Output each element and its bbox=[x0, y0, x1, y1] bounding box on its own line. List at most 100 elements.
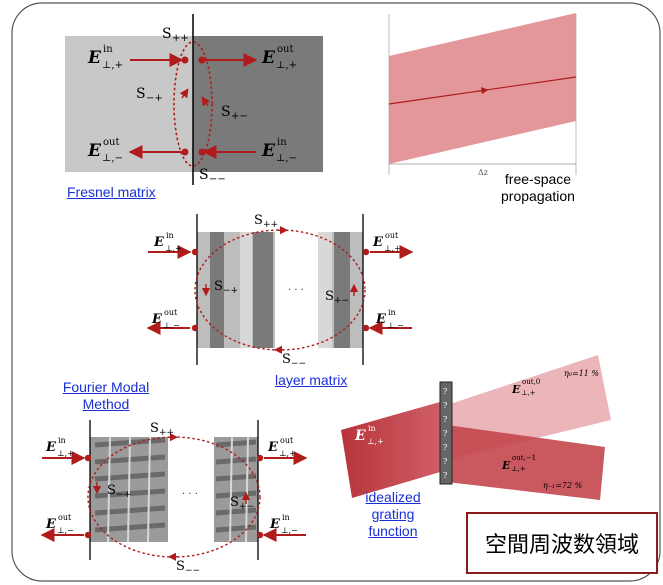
svg-text:E: E bbox=[269, 517, 281, 532]
free-space-panel: Δz bbox=[388, 13, 577, 177]
svg-text:in: in bbox=[103, 44, 113, 55]
transmitted-order-minus1-beam bbox=[447, 425, 605, 500]
svg-text:+−: +− bbox=[334, 296, 349, 306]
layer-scattering-loop bbox=[194, 229, 366, 351]
fresnel-s-mm: S bbox=[199, 167, 209, 183]
svg-text:+−: +− bbox=[239, 502, 254, 512]
svg-text:E: E bbox=[354, 428, 366, 444]
svg-text:−−: −− bbox=[185, 566, 200, 576]
svg-text:S: S bbox=[176, 559, 185, 574]
svg-text:η₀=11 %: η₀=11 % bbox=[564, 369, 599, 378]
fmm-panel: · · · E in ⊥,+ E out ⊥,+ E out ⊥,− E in … bbox=[40, 420, 308, 576]
svg-text:?: ? bbox=[443, 429, 447, 438]
svg-text:E: E bbox=[372, 235, 384, 250]
svg-text:S: S bbox=[282, 352, 291, 367]
svg-text:?: ? bbox=[443, 443, 447, 452]
svg-text:· · ·: · · · bbox=[182, 489, 198, 500]
svg-text:⊥,−: ⊥,− bbox=[57, 526, 74, 535]
free-space-caption: free-space propagation bbox=[501, 171, 575, 204]
svg-text:S: S bbox=[254, 213, 263, 228]
svg-text:in: in bbox=[388, 308, 396, 317]
svg-text:⊥,+: ⊥,+ bbox=[102, 60, 123, 71]
svg-text:S: S bbox=[214, 279, 223, 294]
svg-text:out: out bbox=[164, 308, 178, 317]
svg-text:−−: −− bbox=[209, 174, 226, 185]
svg-text:E: E bbox=[501, 459, 511, 472]
svg-text:out: out bbox=[277, 44, 293, 55]
svg-text:E: E bbox=[375, 312, 387, 327]
svg-text:+−: +− bbox=[231, 111, 248, 122]
svg-text:out: out bbox=[385, 231, 399, 240]
svg-text:· · ·: · · · bbox=[288, 285, 304, 296]
fresnel-s-mp: S bbox=[136, 86, 146, 102]
svg-text:⊥,+: ⊥,+ bbox=[384, 244, 401, 253]
fresnel-panel: E in ⊥,+ E out ⊥,+ E out ⊥,− E in ⊥,− S … bbox=[65, 14, 323, 185]
svg-text:⊥,−: ⊥,− bbox=[281, 526, 298, 535]
idealized-grating-function-link[interactable]: idealized grating function bbox=[365, 489, 421, 539]
svg-text:out: out bbox=[58, 513, 72, 522]
svg-text:E: E bbox=[45, 440, 57, 455]
svg-text:E: E bbox=[151, 312, 163, 327]
grating-element bbox=[439, 381, 453, 485]
svg-text:⊥,−: ⊥,− bbox=[276, 153, 297, 164]
dz-label: Δz bbox=[478, 168, 488, 177]
free-space-beam bbox=[389, 13, 576, 164]
svg-text:E: E bbox=[45, 517, 57, 532]
fresnel-e-in-minus: E bbox=[261, 141, 276, 161]
fresnel-scattering-loop bbox=[173, 41, 213, 167]
incident-beam bbox=[341, 400, 447, 498]
svg-text:⊥,+: ⊥,+ bbox=[279, 449, 296, 458]
svg-text:−+: −+ bbox=[146, 93, 163, 104]
fresnel-matrix-link[interactable]: Fresnel matrix bbox=[67, 184, 156, 200]
svg-text:−−: −− bbox=[291, 359, 306, 369]
svg-text:in: in bbox=[166, 231, 174, 240]
svg-text:E: E bbox=[267, 440, 279, 455]
svg-text:⊥,−: ⊥,− bbox=[102, 153, 123, 164]
svg-text:++: ++ bbox=[159, 428, 174, 438]
fresnel-e-in-plus: E bbox=[87, 48, 102, 68]
svg-text:?: ? bbox=[443, 457, 447, 466]
svg-text:?: ? bbox=[443, 387, 447, 396]
svg-text:out,0: out,0 bbox=[522, 378, 540, 386]
svg-text:in: in bbox=[277, 137, 287, 148]
svg-text:S: S bbox=[325, 289, 334, 304]
svg-text:E: E bbox=[511, 383, 521, 396]
svg-text:in: in bbox=[282, 513, 290, 522]
svg-text:?: ? bbox=[443, 471, 447, 480]
svg-text:out: out bbox=[280, 436, 294, 445]
svg-text:out: out bbox=[103, 137, 119, 148]
svg-text:in: in bbox=[368, 424, 376, 433]
svg-text:S: S bbox=[107, 483, 116, 498]
fresnel-s-pm: S bbox=[221, 104, 231, 120]
svg-text:η₋₁=72 %: η₋₁=72 % bbox=[543, 481, 583, 490]
svg-text:−+: −+ bbox=[223, 286, 238, 296]
layer-panel: · · · E in ⊥,+ E out ⊥,+ E out ⊥,− E in … bbox=[146, 213, 414, 369]
svg-text:⊥,+: ⊥,+ bbox=[165, 244, 182, 253]
fresnel-e-out-minus: E bbox=[87, 141, 102, 161]
svg-text:S: S bbox=[230, 495, 239, 510]
grating-panel: ? ? ? ? ? ? ? E in ⊥,+ E out,0 ⊥,+ η₀=11… bbox=[341, 355, 611, 500]
svg-text:⊥,−: ⊥,− bbox=[387, 321, 404, 330]
svg-text:⊥,+: ⊥,+ bbox=[367, 437, 384, 446]
svg-text:⊥,−: ⊥,− bbox=[163, 321, 180, 330]
svg-text:out,−1: out,−1 bbox=[512, 454, 536, 462]
svg-text:++: ++ bbox=[263, 220, 278, 230]
layer-matrix-link[interactable]: layer matrix bbox=[275, 372, 348, 388]
fourier-modal-method-link[interactable]: Fourier Modal Method bbox=[62, 379, 150, 412]
spatial-frequency-domain-badge: 空間周波数領域 bbox=[466, 512, 658, 574]
fresnel-s-pp: S bbox=[162, 26, 172, 42]
svg-text:in: in bbox=[58, 436, 66, 445]
svg-text:?: ? bbox=[443, 415, 447, 424]
svg-text:++: ++ bbox=[172, 33, 189, 44]
svg-text:−+: −+ bbox=[116, 490, 131, 500]
svg-text:⊥,+: ⊥,+ bbox=[521, 389, 536, 397]
fresnel-e-out-plus: E bbox=[261, 48, 276, 68]
svg-text:E: E bbox=[153, 235, 165, 250]
outer-frame bbox=[11, 2, 661, 582]
svg-text:⊥,+: ⊥,+ bbox=[57, 449, 74, 458]
svg-text:S: S bbox=[150, 421, 159, 436]
svg-text:⊥,+: ⊥,+ bbox=[511, 465, 526, 473]
svg-text:?: ? bbox=[443, 401, 447, 410]
svg-text:⊥,+: ⊥,+ bbox=[276, 60, 297, 71]
